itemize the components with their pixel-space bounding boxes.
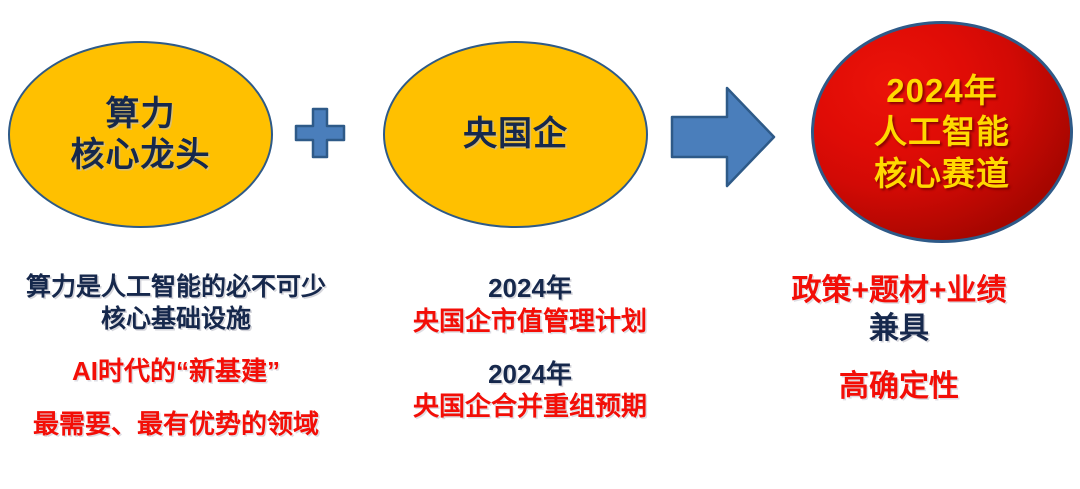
caption-column-state-owned-enterprise: 2024年 央国企市值管理计划 2024年 央国企合并重组预期 xyxy=(360,272,700,423)
caption-text: 央国企合并重组预期 xyxy=(412,391,647,422)
ellipse-1-label: 算力 核心龙头 xyxy=(70,95,211,174)
caption-text: 政策+题材+业绩 xyxy=(791,274,1007,307)
caption-text: 央国企市值管理计划 xyxy=(412,305,647,336)
circle-result-label: 2024年 人工智能 核心赛道 xyxy=(874,71,1010,192)
caption-text: 算力是人工智能的必不可少 核心基础设施 xyxy=(25,273,326,333)
shape-ellipse-compute-power[interactable]: 算力 核心龙头 xyxy=(8,41,273,228)
caption-column-compute-power: 算力是人工智能的必不可少 核心基础设施 AI时代的“新基建” 最需要、最有优势的… xyxy=(0,272,352,441)
shape-ellipse-state-owned-enterprise[interactable]: 央国企 xyxy=(383,41,648,228)
caption-text: AI时代的“新基建” xyxy=(71,356,280,386)
plus-icon xyxy=(294,107,346,159)
caption-text: 2024年 xyxy=(488,273,572,303)
caption-text: 最需要、最有优势的领域 xyxy=(32,408,319,439)
shape-circle-ai-core-track[interactable]: 2024年 人工智能 核心赛道 xyxy=(811,21,1073,243)
ellipse-2-label: 央国企 xyxy=(463,115,568,154)
arrow-right-icon xyxy=(670,85,776,189)
caption-text: 高确定性 xyxy=(839,369,959,403)
caption-column-result: 政策+题材+业绩 兼具 高确定性 xyxy=(718,272,1080,405)
caption-text: 2024年 xyxy=(488,358,572,389)
caption-text: 兼具 xyxy=(869,311,929,345)
